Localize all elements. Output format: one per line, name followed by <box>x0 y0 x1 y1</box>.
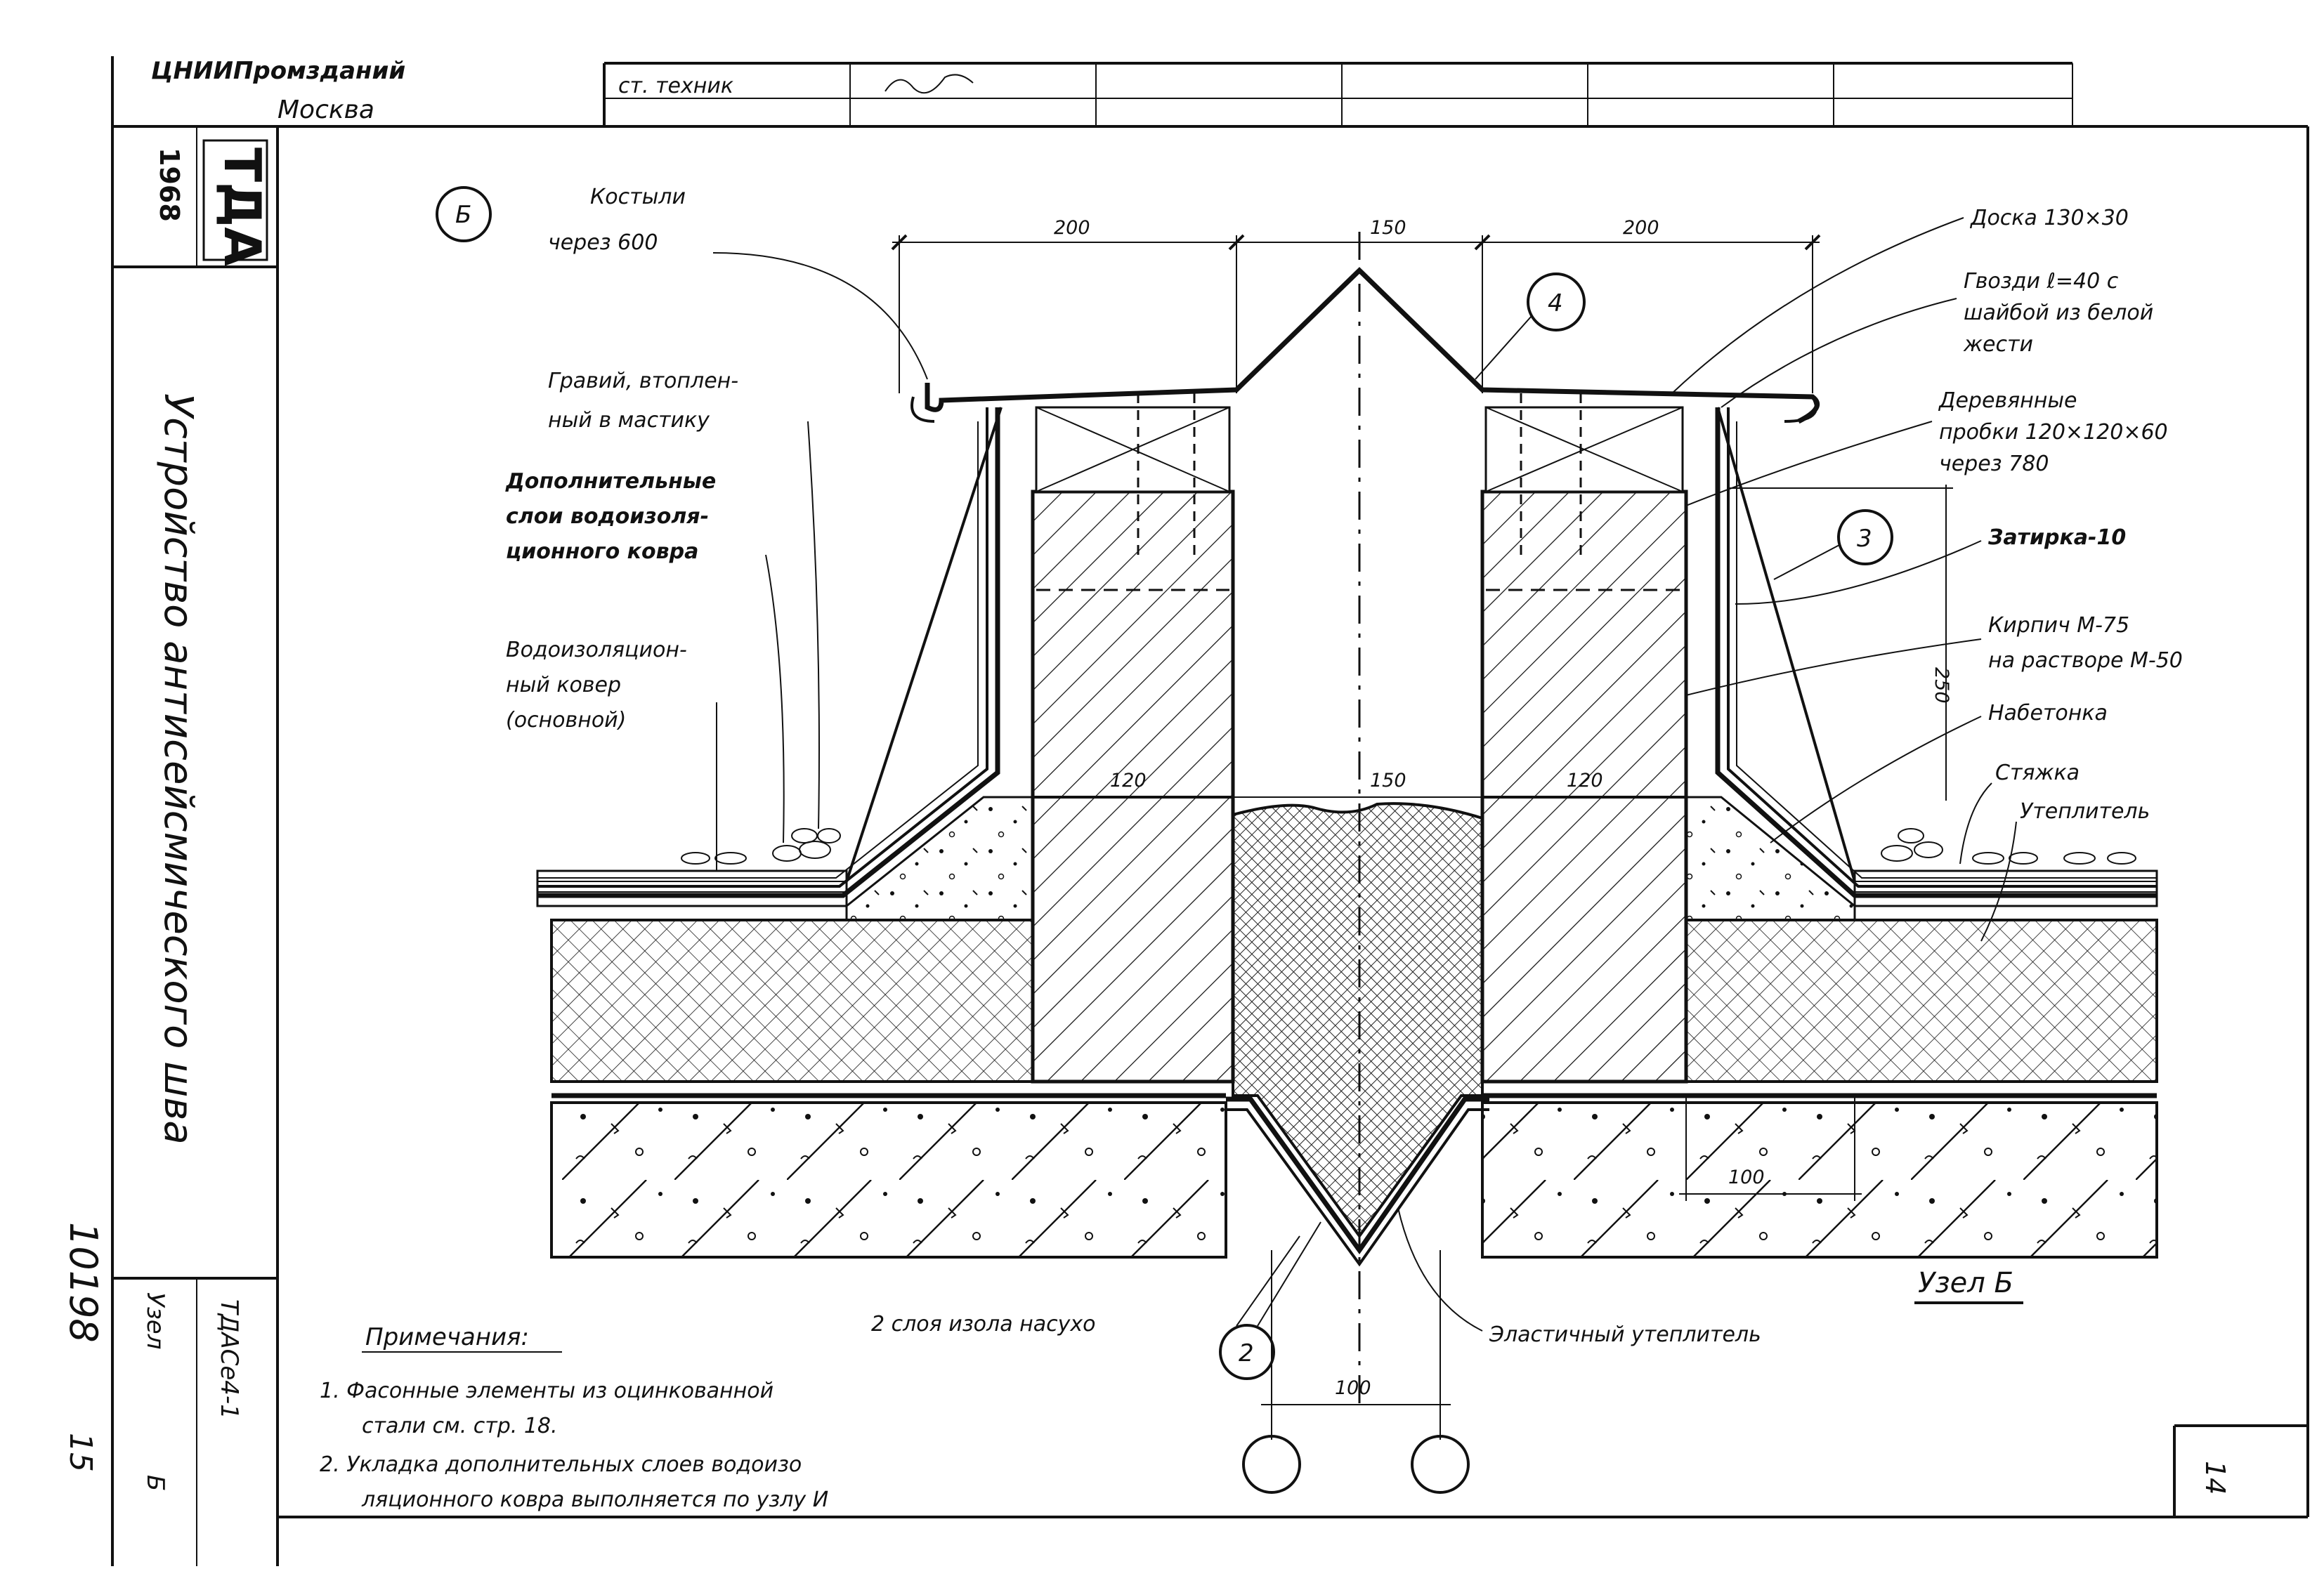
svg-text:Костыли: Костыли <box>590 185 686 209</box>
dim-200-left: 200 <box>1054 217 1090 239</box>
callout-b: Б <box>436 186 928 380</box>
svg-text:4: 4 <box>1548 289 1563 317</box>
sheet-number: 14 <box>2200 1461 2231 1495</box>
label-screed: Стяжка <box>1959 761 2080 865</box>
dimension-lines: 200 150 200 120 150 120 250 100 100 <box>891 217 1953 1494</box>
svg-text:шайбой из белой: шайбой из белой <box>1964 301 2153 325</box>
concrete-fill <box>845 796 1856 921</box>
dim-100-right: 100 <box>1728 1167 1765 1188</box>
concrete-slab <box>550 1101 2158 1259</box>
label-concrete-fill: Набетонка <box>1770 701 2108 843</box>
notes-line-4: ляционного ковра выполняется по узлу И <box>361 1488 828 1512</box>
svg-text:Кирпич М-75: Кирпич М-75 <box>1988 613 2129 638</box>
svg-text:слои водоизоля-: слои водоизоля- <box>506 504 709 529</box>
svg-text:через 600: через 600 <box>548 230 658 255</box>
svg-text:пробки 120×120×60: пробки 120×120×60 <box>1939 420 2168 445</box>
insulation-layer <box>550 919 2158 1098</box>
callout-4: 4 <box>1475 272 1586 380</box>
node-title: Узел Б <box>1914 1267 2023 1304</box>
svg-text:Утеплитель: Утеплитель <box>2020 799 2150 824</box>
brick-wall-right <box>1480 393 1688 1084</box>
sheet-number-box: 14 <box>2173 1424 2308 1517</box>
callout-3: 3 <box>1773 509 1893 580</box>
org-name: ЦНИИПромзданий <box>151 57 405 85</box>
node-value: Б <box>141 1475 169 1491</box>
label-kostyli: Костыли через 600 <box>548 185 686 255</box>
svg-text:(основной): (основной) <box>506 708 626 733</box>
elastic-insulation-fill <box>1226 232 1489 1412</box>
svg-text:ный ковер: ный ковер <box>506 673 621 697</box>
drawing-code: ТДАСе4-1 <box>215 1299 243 1419</box>
notes-heading: Примечания: <box>365 1323 529 1351</box>
label-waterproofing: Водоизоляцион- ный ковер (основной) <box>506 638 717 871</box>
cap-flashing <box>845 267 1856 882</box>
svg-text:Б: Б <box>455 201 471 229</box>
label-two-layers: 2 слоя изола насухо <box>871 1312 1095 1337</box>
svg-text:Эластичный утеплитель: Эластичный утеплитель <box>1489 1322 1761 1347</box>
notes-line-1: 1. Фасонные элементы из оцинкованной <box>320 1379 773 1403</box>
axis-marker-right <box>1411 1435 1470 1494</box>
label-additional-layers: Дополнительные слои водоизоля- ционного … <box>505 469 785 843</box>
notes-line-3: 2. Укладка дополнительных слоев водоизо <box>320 1452 802 1477</box>
city: Москва <box>278 96 374 124</box>
signature <box>884 74 974 94</box>
dim-150-mid: 150 <box>1370 770 1406 792</box>
node-label: Узел <box>141 1292 169 1349</box>
label-brick: Кирпич М-75 на растворе М-50 <box>1685 613 2183 696</box>
inventory-suffix: 15 <box>63 1433 98 1472</box>
notes-line-2: стали см. стр. 18. <box>362 1414 558 1438</box>
dim-120-right: 120 <box>1567 770 1603 792</box>
dim-150-top: 150 <box>1370 217 1406 239</box>
label-wood-plugs: Деревянные пробки 120×120×60 через 780 <box>1685 388 2168 506</box>
drawing-title: Устройство антисейсмического шва <box>155 393 201 1145</box>
svg-text:Водоизоляцион-: Водоизоляцион- <box>506 638 687 662</box>
label-gravel: Гравий, втоплен- ный в мастику <box>548 369 820 829</box>
label-plaster: Затирка-10 <box>1735 525 2126 605</box>
callout-2: 2 <box>1219 1221 1321 1380</box>
svg-text:Гвозди ℓ=40 с: Гвозди ℓ=40 с <box>1964 269 2119 294</box>
svg-text:Деревянные: Деревянные <box>1938 388 2077 413</box>
stamp-column: ТДА 1968 Устройство антисейсмического шв… <box>61 126 278 1566</box>
label-nails: Гвозди ℓ=40 с шайбой из белой жести <box>1721 269 2153 408</box>
dim-100-bottom: 100 <box>1335 1377 1371 1399</box>
axis-marker-left <box>1242 1435 1301 1494</box>
svg-text:жести: жести <box>1963 332 2033 357</box>
screed-layer <box>536 869 2158 907</box>
label-elastic: Эластичный утеплитель <box>1397 1207 1761 1347</box>
notes: Примечания: 1. Фасонные элементы из оцин… <box>320 1323 828 1512</box>
label-board: Доска 130×30 <box>1671 206 2129 394</box>
svg-text:Затирка-10: Затирка-10 <box>1987 525 2126 550</box>
svg-text:Набетонка: Набетонка <box>1988 701 2108 725</box>
svg-text:ный в мастику: ный в мастику <box>548 408 710 433</box>
role-label: ст. техник <box>618 74 733 98</box>
svg-text:Узел Б: Узел Б <box>1918 1267 2013 1299</box>
svg-text:Стяжка: Стяжка <box>1995 761 2080 785</box>
svg-text:3: 3 <box>1857 525 1872 553</box>
header-strip: ЦНИИПромзданий Москва ст. техник <box>151 57 2073 126</box>
dim-120-left: 120 <box>1110 770 1147 792</box>
svg-text:Доска 130×30: Доска 130×30 <box>1969 206 2129 230</box>
gravel <box>681 828 2136 865</box>
brick-wall-left <box>1031 393 1235 1084</box>
inventory-number: 10198 <box>61 1222 105 1343</box>
svg-text:на растворе М-50: на растворе М-50 <box>1988 648 2183 673</box>
svg-text:2: 2 <box>1239 1339 1254 1367</box>
svg-text:через 780: через 780 <box>1939 452 2049 476</box>
year: 1968 <box>154 147 185 222</box>
svg-text:Дополнительные: Дополнительные <box>505 469 716 494</box>
logo-text: ТДА <box>213 147 272 266</box>
dim-200-right: 200 <box>1623 217 1659 239</box>
sheet-frame <box>111 56 2309 1566</box>
label-insulation: Утеплитель <box>1980 799 2150 942</box>
svg-text:Гравий, втоплен-: Гравий, втоплен- <box>548 369 738 393</box>
svg-text:ционного ковра: ционного ковра <box>506 539 698 564</box>
dim-250: 250 <box>1931 667 1952 704</box>
svg-text:2 слоя изола насухо: 2 слоя изола насухо <box>871 1312 1095 1337</box>
tda-logo: ТДА <box>202 139 272 266</box>
